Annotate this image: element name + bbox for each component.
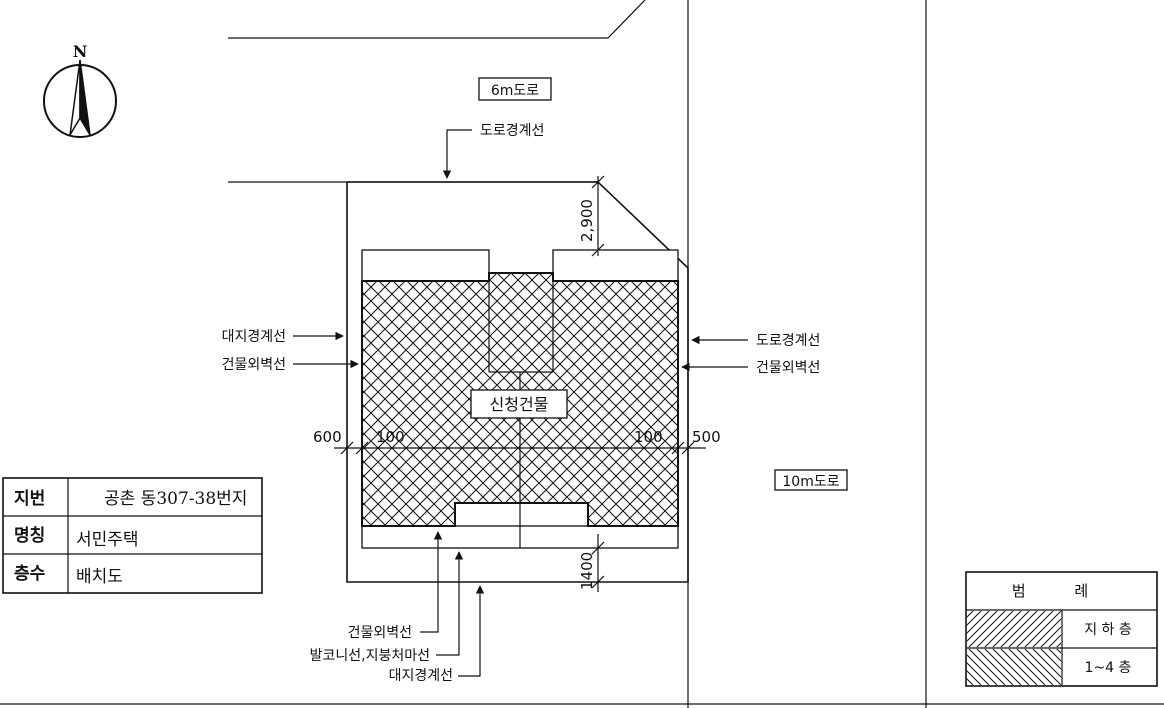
building-wall-bottom-label: 건물외벽선 (348, 625, 412, 641)
north-label: N (73, 42, 88, 61)
building-label-box (470, 389, 568, 419)
info-table: 지번 공촌 동307-38번지 명칭 서민주택 층수 배치도 (2, 477, 263, 594)
site-boundary (346, 181, 689, 583)
left-setback-dim: 600 (313, 428, 342, 446)
north-arrow-icon: N (43, 42, 117, 138)
info-row-1-value: 공촌 동307-38번지 (104, 489, 247, 509)
legend-title: 범 례 (1012, 582, 1110, 600)
info-row-3-header: 층수 (14, 564, 46, 584)
legend-swatch-basement (967, 611, 1061, 647)
right-setback-dim: 500 (692, 428, 721, 446)
site-boundary-bottom-leader (458, 585, 485, 677)
bottom-setback-dim: 1400 (578, 552, 596, 590)
legend-item-basement: 지 하 층 (1084, 622, 1132, 638)
road-boundary-right-label: 도로경계선 (756, 333, 820, 349)
bottom-setback-tick-b (591, 575, 605, 589)
balcony-line-label: 발코니선,지붕처마선 (310, 648, 430, 664)
top-setback-tick-a (591, 175, 605, 189)
site-boundary-left-label: 대지경계선 (222, 329, 286, 345)
info-row-1-header: 지번 (14, 489, 45, 509)
info-row-2-value: 서민주택 (76, 530, 139, 550)
east-road-label-box (774, 469, 848, 491)
top-setback-tick-b (591, 243, 605, 257)
legend-item-floors: 1~4 층 (1085, 660, 1132, 676)
h-dim-tick-4 (681, 441, 695, 455)
north-road-label: 6m도로 (491, 83, 539, 99)
east-road-label: 10m도로 (782, 474, 839, 490)
north-road-label-box (478, 77, 552, 101)
balcony-line-leader (436, 551, 464, 656)
building-label: 신청건물 (490, 395, 549, 414)
legend: 범 례 지 하 층 1~4 층 (965, 571, 1158, 687)
road-boundary-top-label: 도로경계선 (480, 123, 544, 139)
site-boundary-bottom-label: 대지경계선 (389, 668, 453, 684)
road-boundary-top-leader (442, 129, 472, 179)
building-wall-left-label: 건물외벽선 (222, 357, 286, 373)
info-row-2-header: 명칭 (14, 526, 45, 546)
h-dim-tick-1 (340, 441, 354, 455)
building-wall-right-label: 건물외벽선 (756, 360, 820, 376)
legend-swatch-floors (967, 649, 1061, 685)
h-dim-tick-3 (671, 441, 685, 455)
right-inner-dim: 100 (634, 428, 663, 446)
building-wall-bottom-leader (420, 531, 443, 633)
top-setback-dim: 2,900 (578, 199, 596, 242)
h-dim-tick-2 (355, 441, 369, 455)
bottom-setback-tick-a (591, 541, 605, 555)
north-road-far-edge (228, 0, 646, 39)
info-row-3-value: 배치도 (76, 567, 123, 587)
left-inner-dim: 100 (376, 428, 405, 446)
